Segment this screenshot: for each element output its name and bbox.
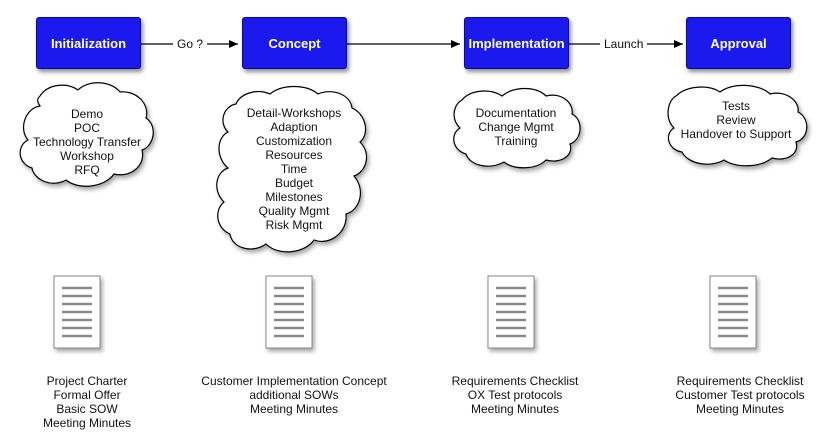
cloud-item: Time <box>280 162 308 176</box>
document-icon <box>265 275 313 349</box>
cloud-item: Training <box>494 134 538 148</box>
deliverable-item: Meeting Minutes <box>42 416 132 430</box>
deliverable-item: Meeting Minutes <box>249 402 339 416</box>
phase-box-implementation: Implementation <box>464 17 569 69</box>
deliverables-approval: Requirements Checklist Customer Test pro… <box>660 374 820 416</box>
deliverable-item: Meeting Minutes <box>695 402 785 416</box>
cloud-shape <box>216 85 368 253</box>
cloud-item: Detail-Workshops <box>246 106 342 120</box>
connector-label-launch: Launch <box>600 37 648 51</box>
deliverable-item: Meeting Minutes <box>470 402 560 416</box>
deliverable-item: Customer Test protocols <box>675 388 805 402</box>
cloud-shape <box>667 84 808 167</box>
deliverable-item: Project Charter <box>46 374 128 388</box>
deliverable-item: Requirements Checklist <box>451 374 579 388</box>
cloud-item: Risk Mgmt <box>265 218 323 232</box>
cloud-shape <box>453 87 581 169</box>
deliverables-initialization: Project Charter Formal Offer Basic SOW M… <box>22 374 152 430</box>
document-icon <box>53 275 101 349</box>
cloud-text-approval: Tests Review Handover to Support <box>666 99 806 141</box>
deliverable-item: Basic SOW <box>56 402 118 416</box>
cloud-item: RFQ <box>74 163 100 177</box>
cloud-text-concept: Detail-Workshops Adaption Customization … <box>226 106 362 232</box>
cloud-item: Workshop <box>60 149 114 163</box>
cloud-item: Technology Transfer <box>32 135 142 149</box>
deliverable-item: Requirements Checklist <box>676 374 804 388</box>
cloud-item: Milestones <box>265 190 323 204</box>
phase-box-initialization: Initialization <box>36 17 141 69</box>
document-icon <box>709 275 757 349</box>
cloud-item: Resources <box>265 148 323 162</box>
phase-title: Concept <box>268 35 321 51</box>
cloud-item: Handover to Support <box>680 127 792 141</box>
cloud-item: Tests <box>721 99 750 113</box>
cloud-text-initialization: Demo POC Technology Transfer Workshop RF… <box>24 107 150 177</box>
phase-box-concept: Concept <box>242 17 347 69</box>
cloud-item: Documentation <box>475 106 557 120</box>
cloud-item: Demo <box>70 107 103 121</box>
cloud-item: Budget <box>274 176 314 190</box>
phase-title: Implementation <box>468 35 565 51</box>
cloud-item: Review <box>716 113 756 127</box>
cloud-text-implementation: Documentation Change Mgmt Training <box>452 106 580 148</box>
cloud-item: POC <box>73 121 100 135</box>
cloud-item: Customization <box>255 134 333 148</box>
deliverable-item: OX Test protocols <box>467 388 563 402</box>
phase-title: Approval <box>710 35 767 51</box>
cloud-item: Change Mgmt <box>478 120 554 134</box>
cloud-shape <box>19 82 154 187</box>
cloud-item: Quality Mgmt <box>258 204 330 218</box>
deliverable-item: additional SOWs <box>249 388 339 402</box>
deliverables-implementation: Requirements Checklist OX Test protocols… <box>440 374 590 416</box>
cloud-item: Adaption <box>270 120 318 134</box>
deliverable-item: Customer Implementation Concept <box>201 374 387 388</box>
phase-box-approval: Approval <box>686 17 791 69</box>
phase-title: Initialization <box>50 35 127 51</box>
deliverable-item: Formal Offer <box>53 388 121 402</box>
deliverables-concept: Customer Implementation Concept addition… <box>194 374 394 416</box>
connector-label-go: Go ? <box>173 37 208 51</box>
document-icon <box>487 275 535 349</box>
